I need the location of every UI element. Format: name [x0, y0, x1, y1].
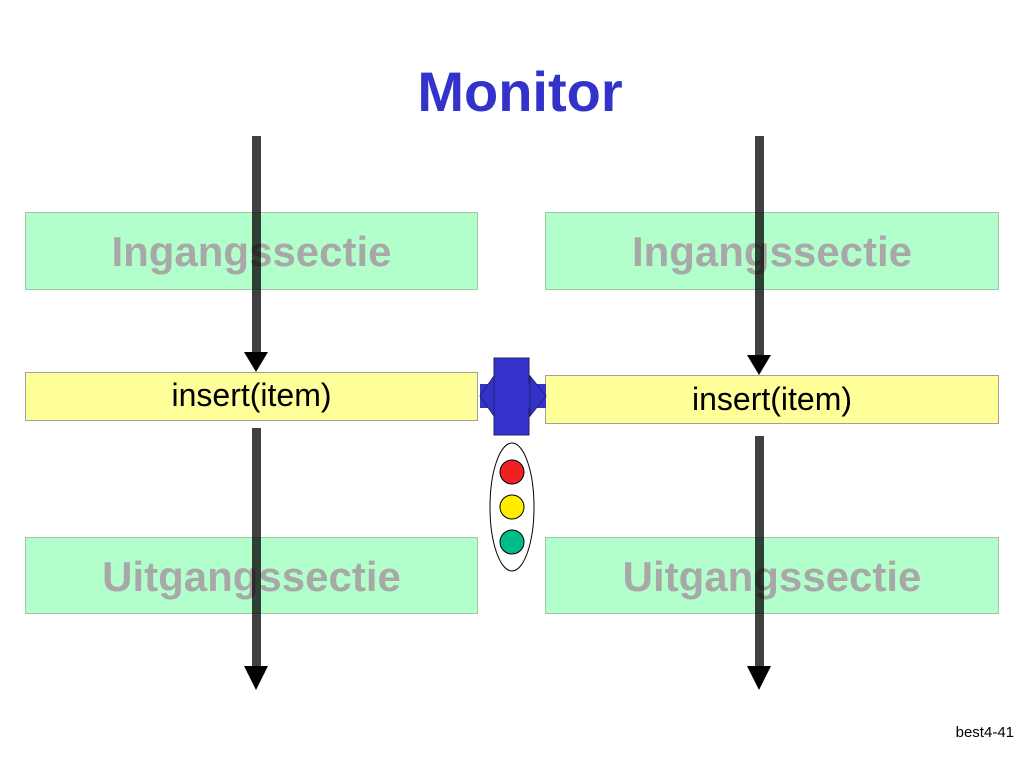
left-entry-label: Ingangssectie [111, 228, 392, 275]
left-insert-box: insert(item) [25, 372, 478, 421]
left-insert-label: insert(item) [171, 377, 332, 413]
right-insert-box: insert(item) [545, 375, 999, 424]
right-thread-arrow-bottom [747, 436, 771, 690]
slide-title: Monitor [417, 60, 623, 123]
left-thread-arrow-top [244, 136, 268, 372]
right-entry-label: Ingangssectie [631, 228, 913, 275]
mutual-exclusion-cross-icon [479, 357, 547, 436]
right-insert-label: insert(item) [691, 381, 852, 417]
right-entry-section: Ingangssectie [545, 212, 999, 290]
traffic-light-icon [489, 442, 535, 572]
red-light [499, 459, 525, 485]
yellow-light [499, 494, 525, 520]
left-entry-section: Ingangssectie [25, 212, 478, 290]
green-light [499, 529, 525, 555]
right-thread-arrow-top [747, 136, 771, 375]
left-thread-arrow-bottom [244, 428, 268, 690]
left-exit-label: Uitgangssectie [102, 553, 401, 600]
right-exit-label: Uitgangssectie [622, 553, 922, 600]
left-exit-section: Uitgangssectie [25, 537, 478, 614]
right-exit-section: Uitgangssectie [545, 537, 999, 614]
slide-footer: best4-41 [955, 724, 1014, 741]
